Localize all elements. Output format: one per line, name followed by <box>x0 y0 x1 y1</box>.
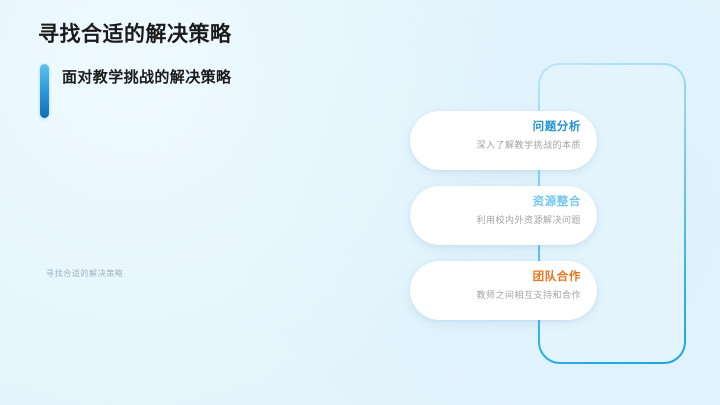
subtitle-row: 面对教学挑战的解决策略 <box>40 64 231 118</box>
strategy-card[interactable]: 团队合作 教师之间相互支持和合作 <box>410 261 597 320</box>
accent-bar <box>40 64 49 118</box>
footer-note: 寻找合适的解决策略 <box>46 269 124 278</box>
strategy-card-title: 问题分析 <box>532 121 581 133</box>
strategy-card[interactable]: 资源整合 利用校内外资源解决问题 <box>410 186 597 245</box>
strategy-card-title: 资源整合 <box>532 196 581 208</box>
title-block: 寻找合适的解决策略 <box>38 22 458 48</box>
page-title: 寻找合适的解决策略 <box>38 23 232 46</box>
page-subtitle: 面对教学挑战的解决策略 <box>62 69 232 86</box>
strategy-card-description: 教师之间相互支持和合作 <box>476 290 581 300</box>
strategy-card-title: 团队合作 <box>532 271 581 283</box>
strategy-card[interactable]: 问题分析 深入了解教学挑战的本质 <box>410 111 597 170</box>
strategy-card-description: 深入了解教学挑战的本质 <box>476 140 581 150</box>
strategy-card-description: 利用校内外资源解决问题 <box>476 215 581 225</box>
